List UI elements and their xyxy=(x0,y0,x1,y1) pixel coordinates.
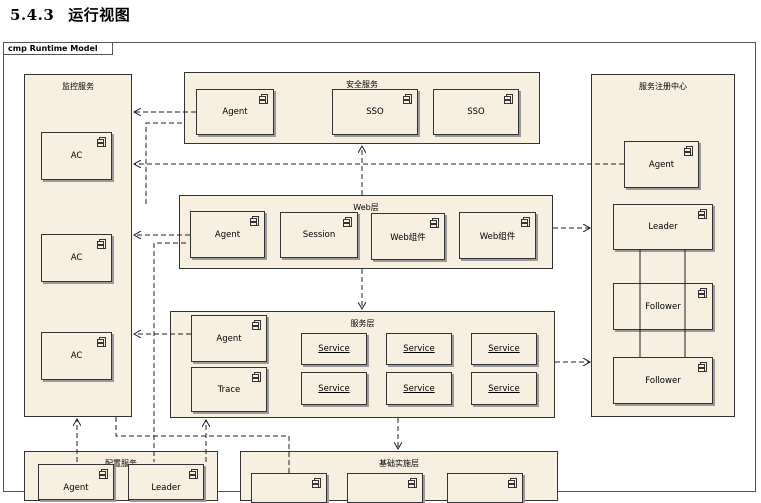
component-icon xyxy=(97,137,106,147)
security-service-title: 安全服务 xyxy=(346,80,378,89)
component-label: Service xyxy=(318,344,350,354)
registry-follower-component-2: Follower xyxy=(613,357,713,404)
security-sso-component-2: SSO xyxy=(433,89,519,135)
component-icon xyxy=(403,94,412,104)
security-sso-component-1: SSO xyxy=(332,89,418,135)
registry-leader-component: Leader xyxy=(613,204,713,250)
service-component-6: Service xyxy=(471,372,537,405)
registry-center-title: 服务注册中心 xyxy=(639,82,687,91)
web-component-2: Web组件 xyxy=(459,212,536,259)
registry-follower-component-1: Follower xyxy=(613,283,713,330)
component-icon xyxy=(259,94,268,104)
component-icon xyxy=(684,146,693,156)
web-layer-title: Web层 xyxy=(353,203,379,212)
component-label: Follower xyxy=(645,375,681,386)
service-component-3: Service xyxy=(471,333,537,365)
component-icon xyxy=(408,478,417,488)
monitor-ac-component-2: AC xyxy=(41,234,112,282)
component-label: AC xyxy=(70,151,83,161)
config-agent-component: Agent xyxy=(38,464,114,500)
component-label: Service xyxy=(318,383,350,394)
component-icon xyxy=(99,469,108,479)
component-label: Follower xyxy=(645,301,681,312)
component-label: SSO xyxy=(366,107,384,117)
component-icon xyxy=(521,217,530,227)
infrastructure-component-2 xyxy=(347,473,423,503)
component-label: Agent xyxy=(63,483,89,493)
section-title: 运行视图 xyxy=(68,6,131,24)
monitor-ac-component-1: AC xyxy=(41,132,112,180)
component-label: AC xyxy=(70,253,83,263)
infrastructure-component-1 xyxy=(251,473,327,503)
component-label: Agent xyxy=(648,159,675,170)
component-icon xyxy=(430,218,439,228)
component-icon xyxy=(252,320,261,330)
monitor-ac-component-3: AC xyxy=(41,332,112,380)
component-icon xyxy=(698,362,707,372)
component-icon xyxy=(343,217,352,227)
component-label: Trace xyxy=(217,384,241,395)
web-component-1: Web组件 xyxy=(371,213,445,260)
infrastructure-layer-title: 基础实施层 xyxy=(379,459,419,468)
web-session-component: Session xyxy=(280,212,358,258)
infrastructure-component-3 xyxy=(447,473,523,503)
frame-label: cmp Runtime Model xyxy=(4,43,113,55)
monitor-service-title: 监控服务 xyxy=(62,82,94,91)
section-heading: 5.4.3 运行视图 xyxy=(10,4,130,25)
section-number: 5.4.3 xyxy=(10,6,55,24)
component-label: Agent xyxy=(222,107,248,117)
component-icon xyxy=(698,288,707,298)
component-icon xyxy=(252,372,261,382)
service-component-2: Service xyxy=(386,333,452,365)
component-label: Service xyxy=(488,383,520,394)
component-icon xyxy=(504,94,513,104)
service-layer-title: 服务层 xyxy=(350,319,375,328)
component-label: Leader xyxy=(648,222,678,232)
component-icon xyxy=(508,478,517,488)
component-label: SSO xyxy=(467,107,485,117)
component-label: Session xyxy=(302,230,336,240)
component-label: Service xyxy=(488,344,520,354)
component-label: Service xyxy=(403,383,435,394)
service-trace-component: Trace xyxy=(191,367,267,412)
service-component-5: Service xyxy=(386,372,452,405)
config-leader-component: Leader xyxy=(128,464,204,500)
service-agent-component: Agent xyxy=(191,315,267,362)
service-component-4: Service xyxy=(301,372,367,405)
component-icon xyxy=(312,478,321,488)
component-label: Agent xyxy=(216,333,242,344)
security-agent-component: Agent xyxy=(196,89,274,135)
component-label: Agent xyxy=(214,229,241,240)
service-component-1: Service xyxy=(301,333,367,365)
component-label: Service xyxy=(403,344,435,354)
web-agent-component: Agent xyxy=(190,211,265,258)
component-label: Web组件 xyxy=(390,232,426,243)
component-label: AC xyxy=(70,351,83,361)
component-icon xyxy=(189,469,198,479)
component-icon xyxy=(97,239,106,249)
component-label: Web组件 xyxy=(479,231,516,242)
registry-agent-component: Agent xyxy=(624,141,699,188)
component-icon xyxy=(250,216,259,226)
component-icon xyxy=(97,337,106,347)
component-icon xyxy=(698,209,707,219)
component-label: Leader xyxy=(151,483,181,493)
